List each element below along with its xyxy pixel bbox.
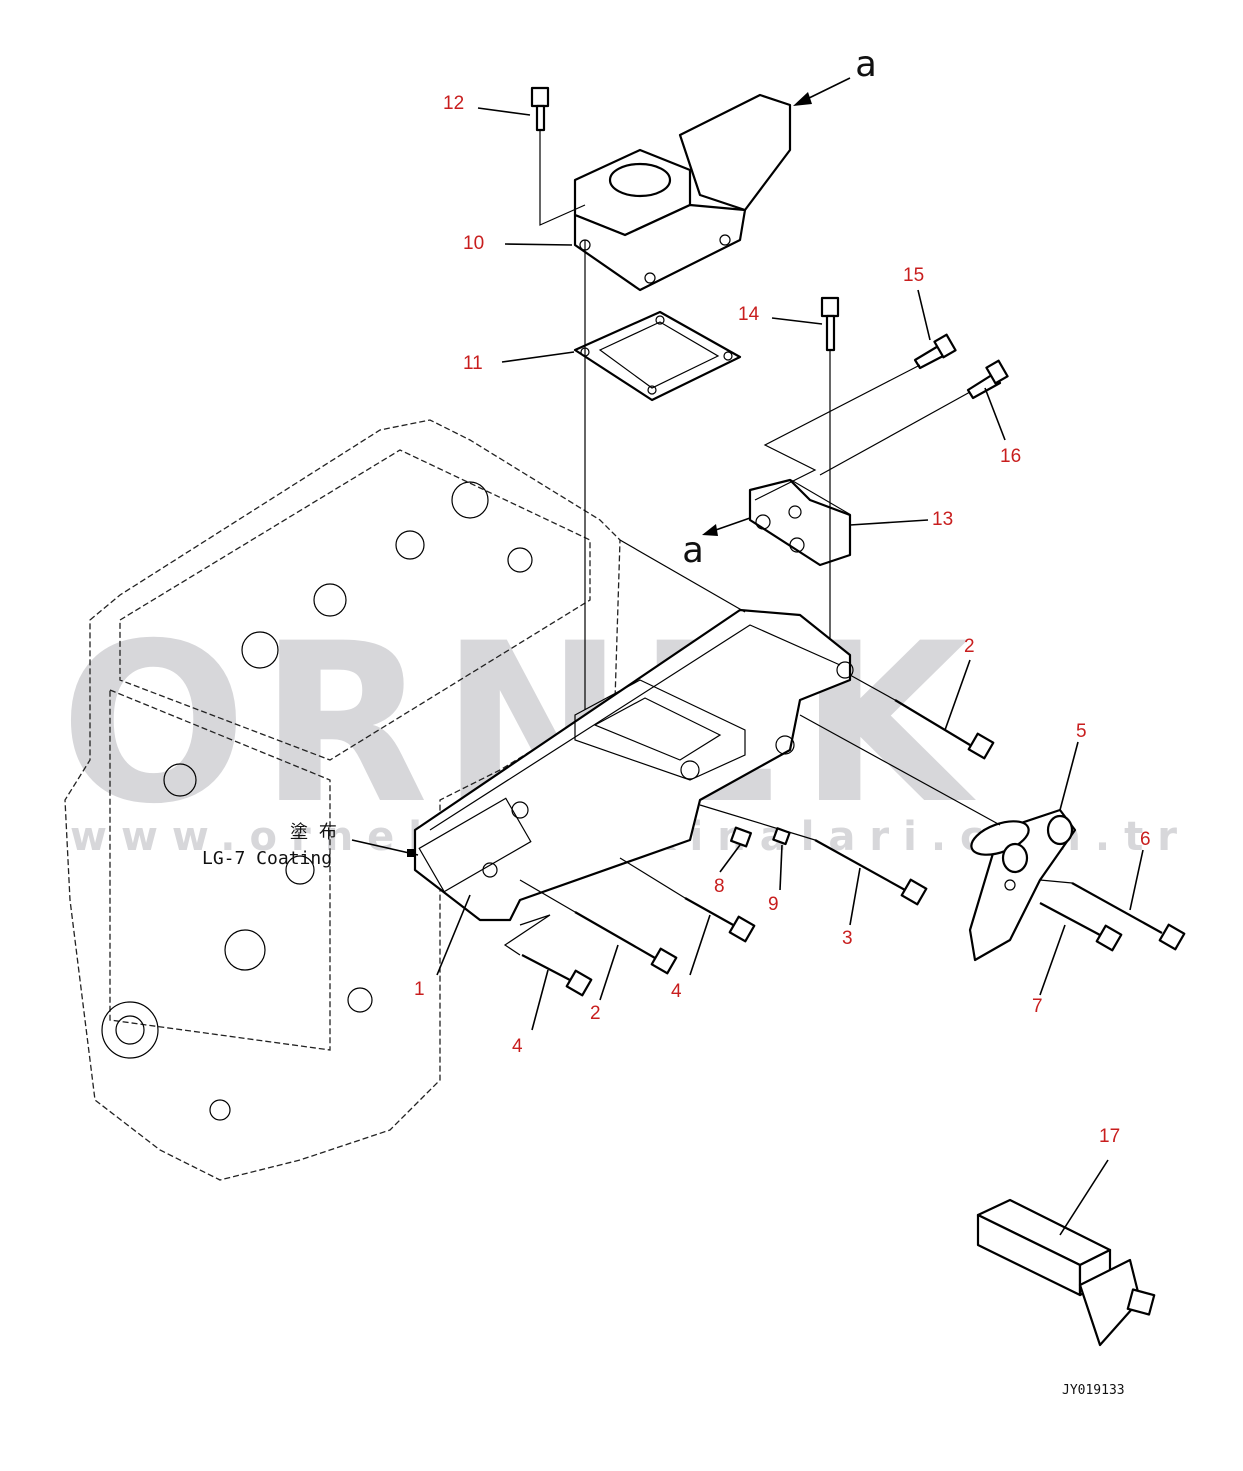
- view-marker-top: a: [855, 44, 877, 85]
- callout-5: 5: [1076, 721, 1087, 742]
- bolt-2-upper: [894, 699, 995, 760]
- callout-2-upper: 2: [964, 636, 975, 657]
- callout-7: 7: [1032, 996, 1043, 1017]
- drawing-code: JY019133: [1062, 1383, 1125, 1398]
- bolt-6: [1071, 882, 1186, 951]
- coating-label-en: LG-7 Coating: [202, 848, 332, 869]
- callout-8: 8: [714, 876, 725, 897]
- view-marker-bracket: a: [682, 530, 704, 571]
- callout-9: 9: [768, 894, 779, 915]
- callout-4-left: 4: [512, 1036, 523, 1057]
- callout-15: 15: [903, 265, 924, 286]
- bolt-3: [814, 839, 928, 906]
- bolt-7: [1039, 902, 1123, 952]
- callout-2-lower: 2: [590, 1003, 601, 1024]
- bolt-16: [966, 359, 1009, 400]
- part-10-elbow: [573, 93, 792, 292]
- bolt-14: [820, 296, 840, 352]
- callout-6: 6: [1140, 829, 1151, 850]
- view-arrow-bracket: [702, 517, 751, 536]
- coating-label-jp: 塗 布: [290, 821, 337, 843]
- callout-13: 13: [932, 509, 953, 530]
- leader-lines: [503, 130, 1073, 956]
- part-13-bracket: [748, 478, 852, 567]
- bolt-15: [913, 333, 957, 370]
- bolt-12: [530, 86, 550, 132]
- bolt-4-right: [684, 897, 756, 943]
- callout-14: 14: [738, 304, 760, 325]
- callout-leaders: [351, 107, 1144, 1236]
- callout-16: 16: [1000, 446, 1021, 467]
- plug-8: [729, 826, 753, 848]
- callout-17: 17: [1099, 1126, 1120, 1147]
- callout-11: 11: [463, 353, 483, 374]
- callout-12: 12: [443, 93, 464, 114]
- part-17-tool: [976, 1198, 1156, 1347]
- engine-block: [64, 419, 621, 1181]
- part-5-plate: [968, 808, 1077, 962]
- view-arrow-top: [793, 77, 851, 106]
- part-1-manifold: [413, 608, 854, 922]
- callout-1: 1: [414, 979, 425, 1000]
- part-11-gasket: [573, 310, 742, 402]
- coating-marker: [407, 849, 415, 857]
- callout-3: 3: [842, 928, 853, 949]
- callout-10: 10: [463, 233, 484, 254]
- callout-4-right: 4: [671, 981, 682, 1002]
- bolt-2-lower: [574, 911, 678, 975]
- bolt-4-left: [521, 954, 593, 997]
